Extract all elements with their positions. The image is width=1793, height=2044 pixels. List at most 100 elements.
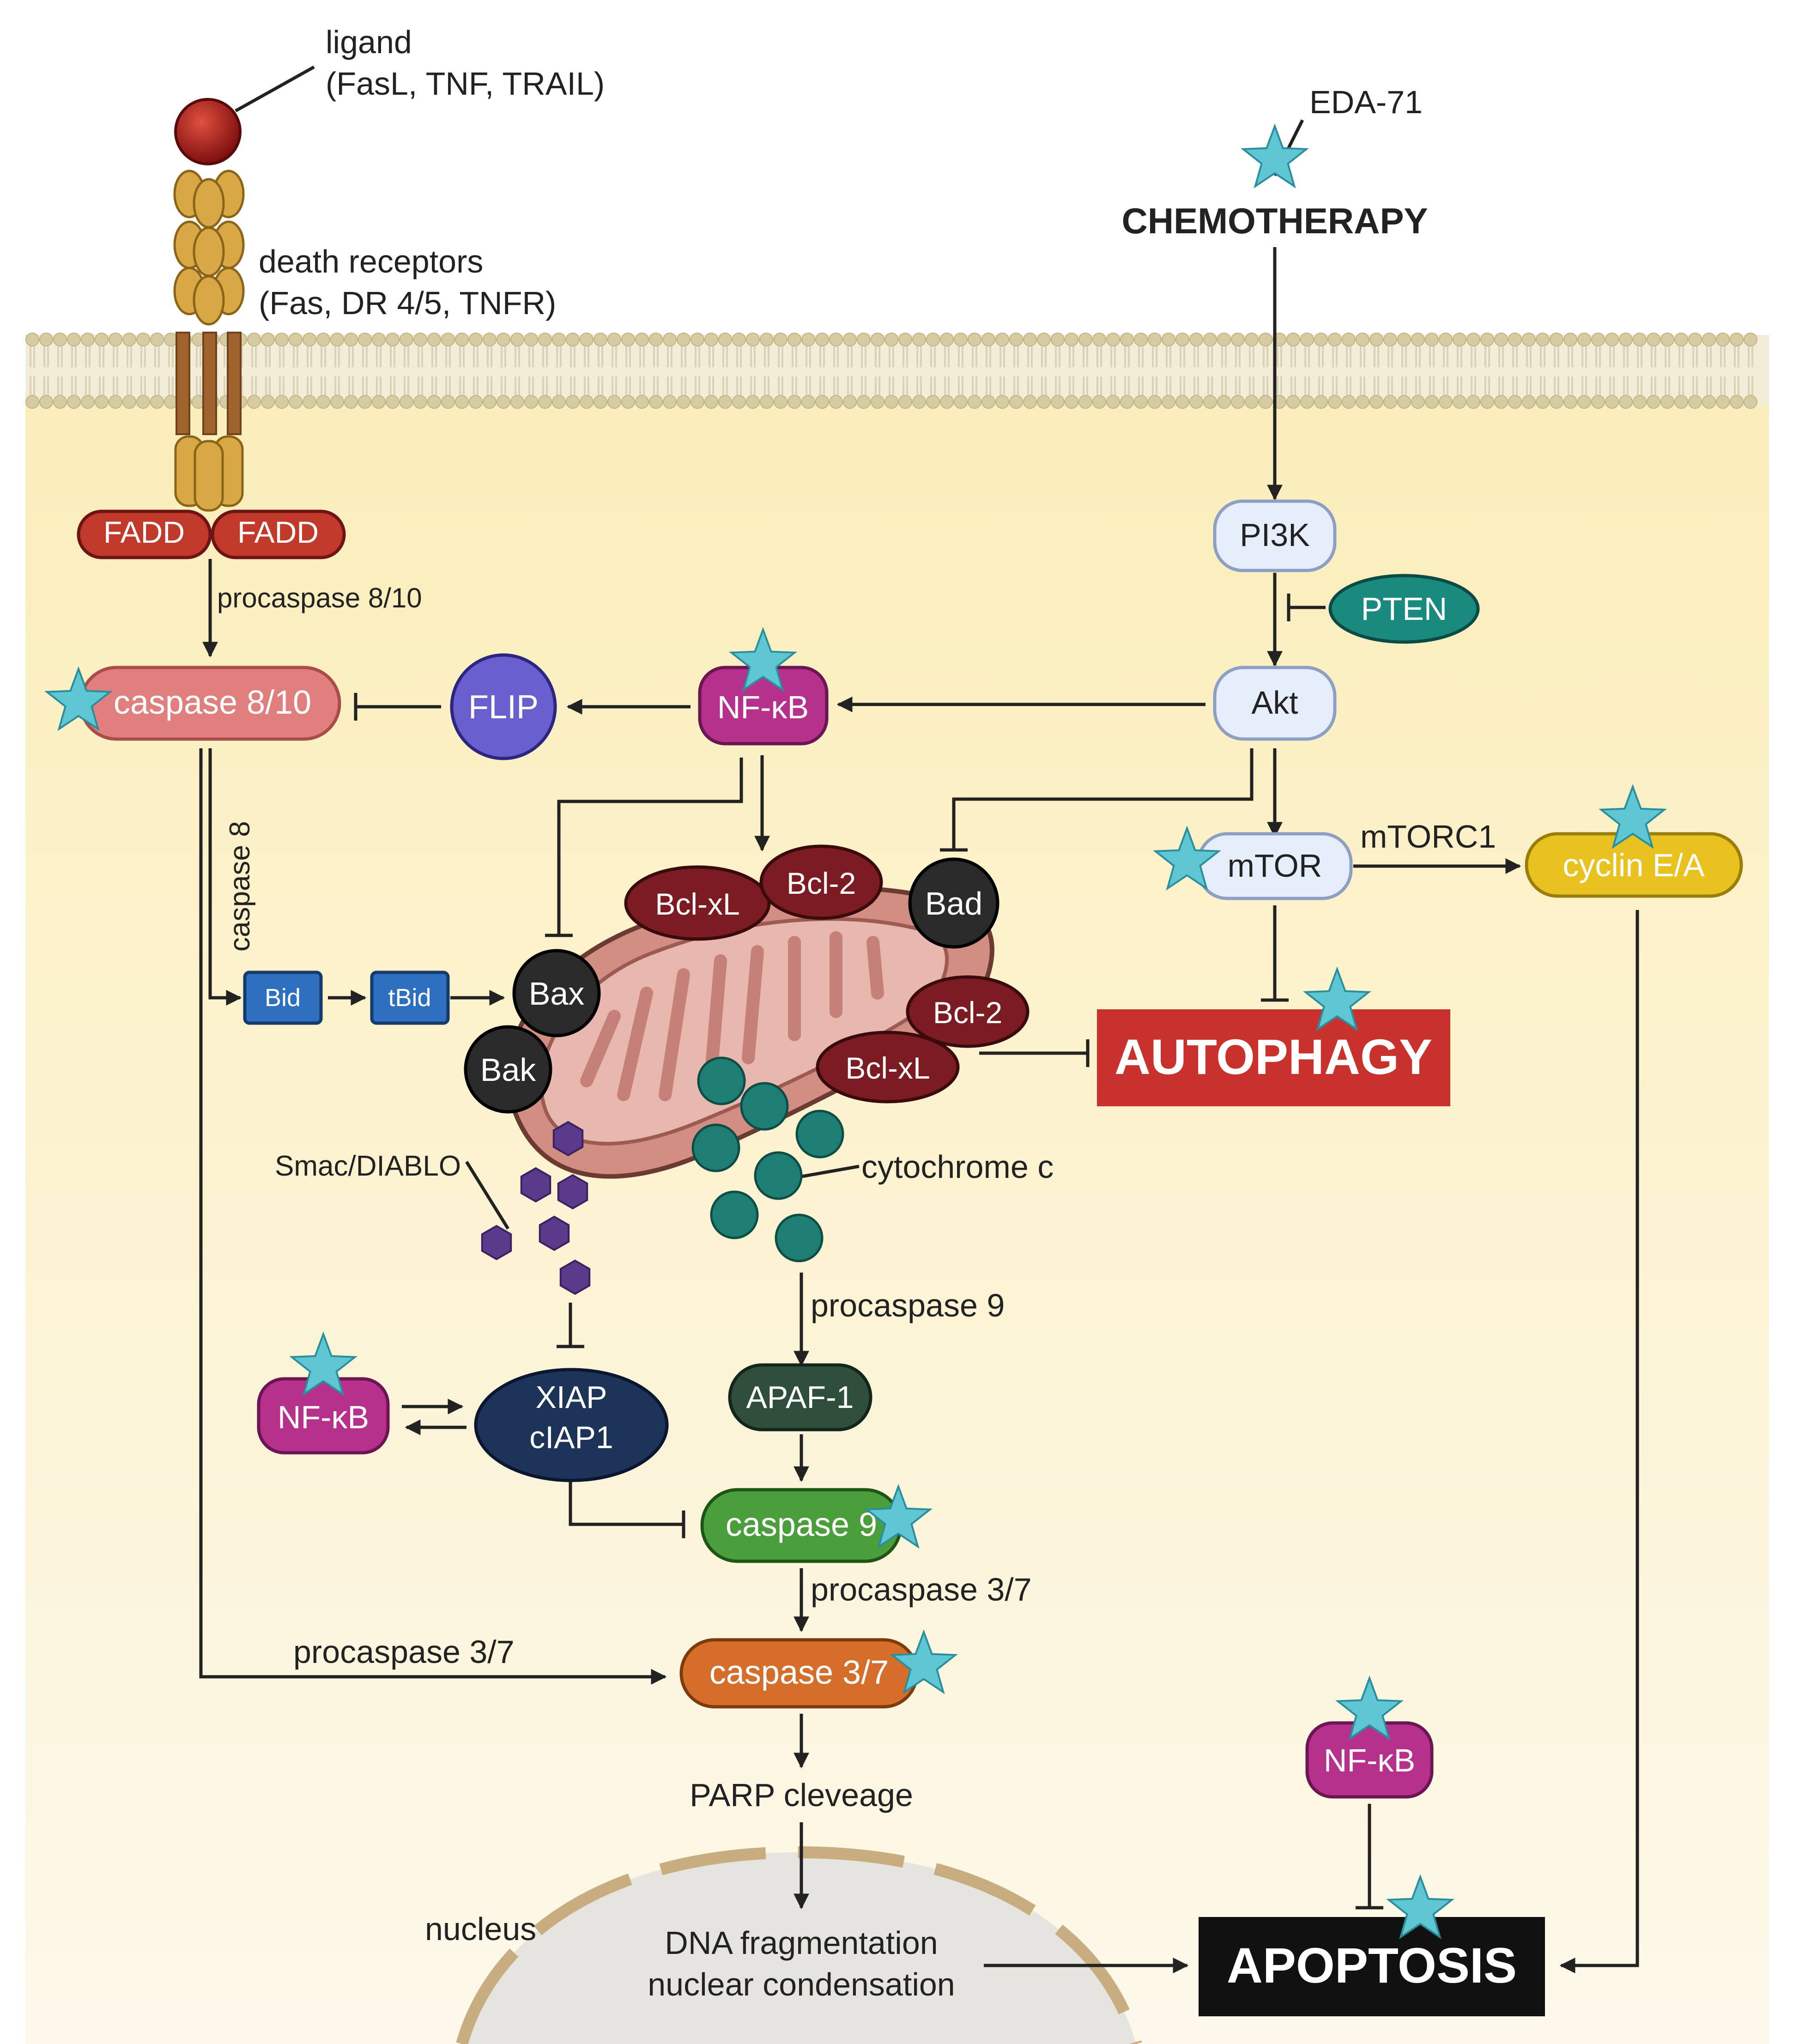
smac-hexagon [539,1215,570,1251]
caspase-8-10: caspase 8/10 [79,666,341,741]
svg-text:NF-κB: NF-κB [717,689,809,725]
cytochrome-c-label: cytochrome c [861,1149,1054,1185]
bclxl-top: Bcl-xL [624,865,771,941]
bcl2-top: Bcl-2 [759,844,883,920]
akt: Akt [1213,666,1337,741]
svg-text:NF-κB: NF-κB [278,1399,369,1435]
nfkb-left: NF-κB [257,1377,390,1455]
receptor-label: death receptors [259,243,483,279]
svg-text:PTEN: PTEN [1361,591,1448,627]
apaf-1: APAF-1 [728,1363,872,1431]
svg-text:Bid: Bid [265,984,301,1012]
nucleus-shape [456,1846,1142,2044]
svg-text:FADD: FADD [237,515,319,549]
inhibition-connectors [354,594,1383,1910]
svg-text:Bad: Bad [925,886,983,922]
star-autophagy [1303,966,1371,1031]
bclxl-right: Bcl-xL [816,1031,960,1104]
bid: Bid [243,970,323,1025]
star-nfkb-left [289,1331,357,1396]
pi3k: PI3K [1213,499,1337,572]
death-receptor [173,170,245,512]
receptor-types: (Fas, DR 4/5, TNFR) [259,285,556,321]
smac-label: Smac/DIABLO [275,1150,461,1182]
smac-molecules [481,1121,591,1295]
nfkb-bottom: NF-κB [1305,1721,1434,1799]
star-caspase-3-7 [890,1629,958,1694]
mitochondrion [506,886,994,1179]
star-nfkb-top [729,627,797,692]
mtorc1-label: mTORC1 [1360,819,1496,855]
svg-text:mTOR: mTOR [1228,848,1322,884]
fadd-right: FADD [211,509,346,559]
caspase-3-7: caspase 3/7 [679,1638,919,1709]
star-nfkb-bottom [1335,1675,1404,1741]
procaspase-3-7-label-right: procaspase 3/7 [811,1571,1032,1607]
bcl2-right: Bcl-2 [906,975,1030,1048]
star-caspase-8-10 [44,666,113,731]
svg-text:PI3K: PI3K [1240,517,1310,553]
flip: FLIP [450,653,557,760]
cell-membrane [25,333,1769,409]
svg-text:APOPTOSIS: APOPTOSIS [1227,1937,1517,1993]
svg-text:caspase 8/10: caspase 8/10 [114,684,311,721]
smac-hexagon [552,1121,584,1157]
ligand-ball [174,98,242,165]
svg-text:Bcl-xL: Bcl-xL [845,1051,930,1085]
svg-text:caspase 9: caspase 9 [726,1506,877,1543]
tbid: tBid [370,970,450,1025]
procaspase-9-label: procaspase 9 [811,1287,1005,1323]
svg-text:cyclin E/A: cyclin E/A [1563,847,1705,883]
star-caspase-9 [864,1484,933,1549]
svg-text:XIAP: XIAP [536,1380,607,1415]
star-chemotherapy [1241,123,1309,188]
parp-label: PARP cleveage [690,1777,913,1813]
smac-hexagon [520,1167,551,1203]
caspase-9: caspase 9 [700,1488,903,1563]
pten: PTEN [1328,574,1480,644]
procaspase-8-10-label: procaspase 8/10 [217,582,422,613]
bax: Bax [512,949,601,1037]
bak: Bak [464,1025,552,1114]
cyclin-ea: cyclin E/A [1525,832,1743,898]
dna-fragmentation-label: DNA fragmentation [665,1925,938,1961]
svg-text:Bax: Bax [529,976,585,1012]
smac-hexagon [481,1225,512,1261]
star-apoptosis [1386,1874,1454,1939]
star-mtor [1153,825,1221,891]
nucleus-label: nucleus [425,1911,536,1947]
procaspase-3-7-label-left: procaspase 3/7 [293,1634,515,1670]
xiap-ciap1: XIAP cIAP1 [474,1368,669,1482]
mtor: mTOR [1197,832,1353,900]
svg-text:Bcl-2: Bcl-2 [933,995,1002,1030]
ligand-label: ligand [326,24,412,60]
nfkb-top: NF-κB [698,666,829,746]
svg-text:AUTOPHAGY: AUTOPHAGY [1115,1029,1432,1085]
apoptosis-box: APOPTOSIS [1199,1917,1545,2016]
pathway-connectors [199,65,1639,1973]
svg-text:NF-κB: NF-κB [1324,1742,1415,1778]
nuclear-condensation-label: nuclear condensation [648,1966,955,2002]
star-cyclin [1599,784,1667,849]
autophagy-box: AUTOPHAGY [1097,1009,1450,1106]
drug-label: EDA-71 [1309,84,1423,120]
svg-text:FADD: FADD [103,515,185,549]
labels: ligand (FasL, TNF, TRAIL) death receptor… [217,24,1496,2002]
svg-text:FLIP: FLIP [468,689,539,726]
caspase-8-label: caspase 8 [224,821,256,952]
smac-hexagon [557,1174,588,1210]
svg-text:tBid: tBid [388,984,431,1012]
ligand-types: (FasL, TNF, TRAIL) [326,66,605,102]
target-stars [44,123,1667,1939]
bad: Bad [908,857,999,949]
cytochrome-c-molecules [691,1056,844,1262]
svg-text:Bcl-2: Bcl-2 [787,866,856,900]
svg-text:caspase 3/7: caspase 3/7 [709,1654,889,1691]
fadd-left: FADD [77,509,212,559]
svg-text:cIAP1: cIAP1 [529,1420,613,1455]
smac-hexagon [559,1259,591,1295]
svg-text:Bcl-xL: Bcl-xL [655,887,739,921]
svg-text:Akt: Akt [1251,685,1298,721]
svg-text:Bak: Bak [480,1052,537,1088]
